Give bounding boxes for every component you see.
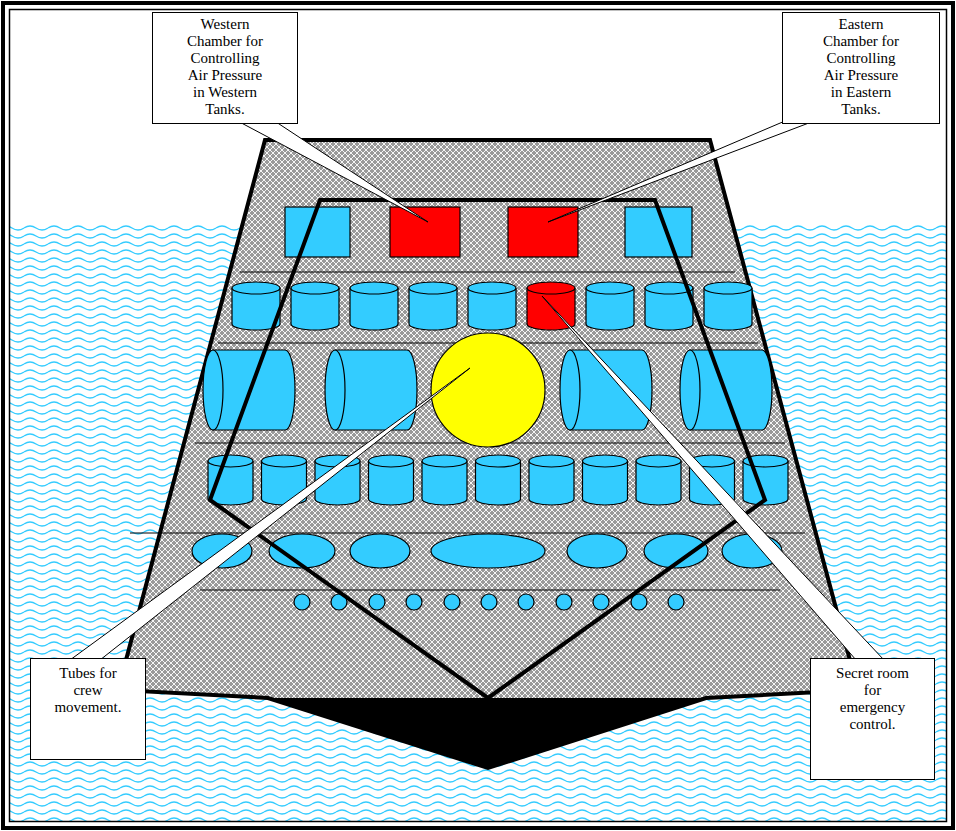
outer-frame xyxy=(3,3,953,828)
tank xyxy=(556,594,572,610)
tank xyxy=(350,282,398,330)
callout-pointer xyxy=(548,118,822,222)
western-chamber xyxy=(390,207,460,257)
tank xyxy=(369,594,385,610)
callout-pointer xyxy=(70,368,470,660)
tank xyxy=(704,282,752,330)
callout-text: Secret room for emergency control. xyxy=(831,665,914,733)
tank xyxy=(567,534,627,568)
deck-line xyxy=(200,590,780,591)
top-tanks xyxy=(285,207,692,257)
inner-frame xyxy=(10,10,947,822)
callout-box: Eastern Chamber for Controlling Air Pres… xyxy=(782,12,940,124)
ship-keel xyxy=(268,698,706,768)
tank xyxy=(481,594,497,610)
tank xyxy=(208,455,253,505)
tank xyxy=(636,455,681,505)
deck-line xyxy=(240,272,735,273)
tank xyxy=(468,282,516,330)
tank xyxy=(409,282,457,330)
tank xyxy=(583,455,628,505)
tank xyxy=(476,455,521,505)
tank xyxy=(529,455,574,505)
tank xyxy=(560,350,652,430)
tank xyxy=(593,594,609,610)
tank xyxy=(406,594,422,610)
tank xyxy=(422,455,467,505)
callout-box: Secret room for emergency control. xyxy=(810,658,935,780)
ship-hull xyxy=(118,140,858,768)
tank xyxy=(518,594,534,610)
tank-row-three xyxy=(203,333,772,447)
tank xyxy=(369,455,414,505)
tank xyxy=(444,594,460,610)
callout-box: Western Chamber for Controlling Air Pres… xyxy=(152,12,298,124)
callout-text: Tubes for crew movement. xyxy=(49,665,127,716)
tank xyxy=(431,534,545,568)
callout-text: Eastern Chamber for Controlling Air Pres… xyxy=(817,16,905,118)
tank xyxy=(294,594,310,610)
tank xyxy=(586,282,634,330)
tank-row-two xyxy=(232,282,752,330)
tank xyxy=(668,594,684,610)
callout-pointer xyxy=(232,118,428,222)
callout-pointer xyxy=(542,296,884,660)
callout-pointers xyxy=(70,118,884,660)
callout-box: Tubes for crew movement. xyxy=(30,658,146,760)
tank xyxy=(350,534,410,568)
tank xyxy=(291,282,339,330)
tank xyxy=(285,207,350,257)
crew-tube xyxy=(431,333,545,447)
tank xyxy=(232,282,280,330)
deck-line xyxy=(130,533,805,534)
callout-text: Western Chamber for Controlling Air Pres… xyxy=(181,16,269,118)
